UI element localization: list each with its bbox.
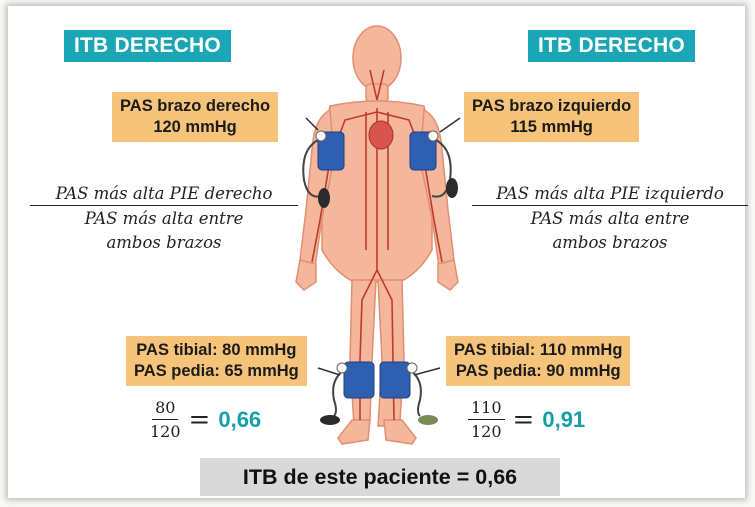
- ankle-left-tibial: PAS tibial: 110 mmHg: [454, 341, 623, 359]
- calculation-right: 110 120 = 0,91: [468, 398, 585, 441]
- calc-right-result: 0,91: [542, 406, 586, 432]
- calculation-left: 80 120 = 0,66: [150, 398, 261, 441]
- arm-box-right: PAS brazo derecho 120 mmHg: [112, 92, 279, 142]
- calc-right-denominator: 120: [471, 422, 502, 441]
- formula-right-numerator: PAS más alta PIE izquierdo: [472, 184, 748, 206]
- arm-left-value: 115 mmHg: [510, 118, 593, 136]
- left-arm-cuff: [409, 130, 458, 198]
- heart: [368, 120, 394, 150]
- arm-right-value: 120 mmHg: [153, 118, 237, 136]
- tag-itb-right: ITB DERECHO: [528, 30, 695, 62]
- ankle-box-left: PAS tibial: 110 mmHg PAS pedia: 90 mmHg: [446, 336, 631, 386]
- calc-left-denominator: 120: [150, 422, 181, 441]
- calc-left-result: 0,66: [218, 406, 262, 432]
- left-ankle-cuff: [379, 361, 438, 425]
- formula-left-denominator-1: PAS más alta entre: [84, 209, 244, 228]
- ankle-right-pedia: PAS pedia: 65 mmHg: [134, 362, 299, 380]
- formula-right-denominator-1: PAS más alta entre: [530, 209, 690, 228]
- formula-left-denominator-2: ambos brazos: [106, 233, 222, 252]
- result-banner: ITB de este paciente = 0,66: [200, 458, 560, 496]
- formula-right-denominator-2: ambos brazos: [552, 233, 668, 252]
- calc-left-numerator: 80: [152, 398, 179, 420]
- ankle-right-tibial: PAS tibial: 80 mmHg: [136, 341, 297, 359]
- calc-right-equals: =: [512, 404, 535, 435]
- calc-left-equals: =: [188, 404, 211, 435]
- calc-right-numerator: 110: [468, 398, 505, 420]
- formula-left-numerator: PAS más alta PIE derecho: [30, 184, 298, 206]
- right-ankle-cuff: [320, 361, 375, 425]
- right-arm-cuff: [302, 130, 345, 208]
- arm-left-label: PAS brazo izquierdo: [472, 97, 632, 115]
- ankle-box-right: PAS tibial: 80 mmHg PAS pedia: 65 mmHg: [126, 336, 307, 386]
- calc-right-fraction: 110 120: [468, 398, 505, 441]
- calc-left-fraction: 80 120: [150, 398, 181, 441]
- ankle-left-pedia: PAS pedia: 90 mmHg: [455, 362, 621, 380]
- arm-box-left: PAS brazo izquierdo 115 mmHg: [464, 92, 640, 142]
- formula-right: PAS más alta PIE izquierdo PAS más alta …: [472, 184, 748, 254]
- tag-itb-left: ITB DERECHO: [64, 30, 231, 62]
- connector-lines: [305, 117, 461, 376]
- formula-left: PAS más alta PIE derecho PAS más alta en…: [30, 184, 298, 254]
- arm-right-label: PAS brazo derecho: [120, 97, 271, 115]
